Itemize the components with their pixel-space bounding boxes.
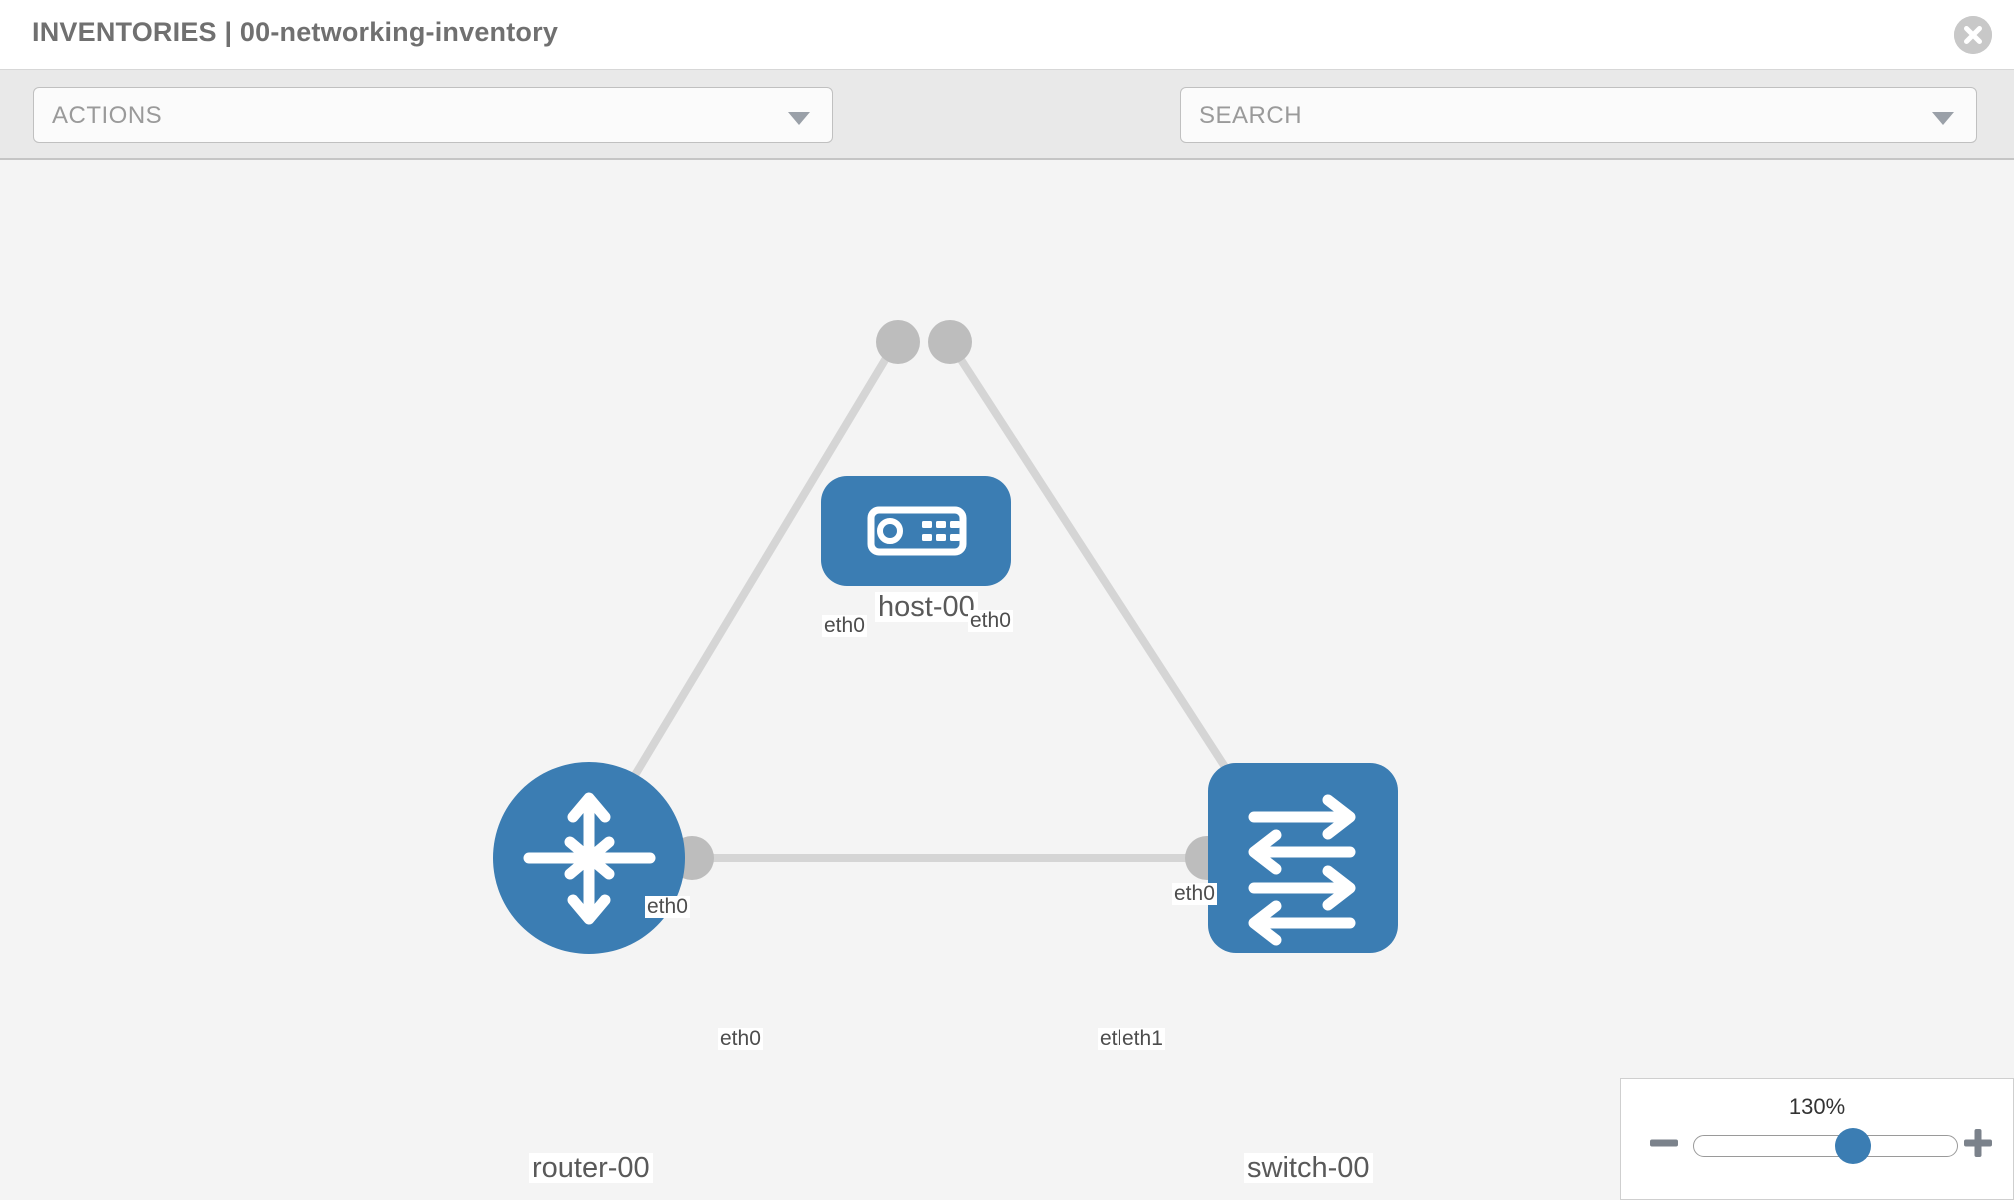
node-label-host-00: host-00 — [875, 592, 978, 622]
node-router-00 — [493, 762, 685, 954]
page-title: INVENTORIES | 00-networking-inventory — [32, 17, 559, 47]
chevron-down-icon[interactable] — [1932, 112, 1954, 125]
actions-dropdown-label: ACTIONS — [52, 102, 163, 129]
link-host00-switch00 — [941, 332, 1244, 793]
iface-label-switch00-left-eth1: eth1 — [1120, 1027, 1165, 1051]
close-icon[interactable] — [1954, 16, 1992, 54]
search-placeholder: SEARCH — [1199, 102, 1303, 129]
zoom-slider[interactable] — [1693, 1128, 1958, 1164]
topology-graph[interactable] — [0, 160, 2014, 1200]
node-host-00-shape — [821, 476, 1011, 586]
topology-links — [616, 332, 1244, 862]
iface-label-switch00-up: eth0 — [1172, 882, 1217, 906]
zoom-slider-handle[interactable] — [1835, 1128, 1871, 1164]
node-switch-00 — [1208, 763, 1398, 953]
router-arrows-icon — [523, 792, 656, 925]
link-host00-router00 — [616, 332, 904, 803]
plus-icon[interactable] — [1961, 1126, 1995, 1160]
page-header: INVENTORIES | 00-networking-inventory — [0, 0, 2014, 70]
iface-label-host00-right: eth0 — [968, 609, 1013, 633]
server-appliance-icon — [867, 506, 967, 556]
node-label-switch-00: switch-00 — [1244, 1153, 1373, 1183]
endpoint-host00-left — [876, 320, 920, 364]
minus-icon[interactable] — [1647, 1126, 1681, 1160]
topology-canvas[interactable]: host-00 router-00 switch-00 eth0 eth0 et… — [0, 160, 2014, 1200]
server-appliance-icon-details — [877, 518, 960, 544]
zoom-control: 130% — [1620, 1078, 2014, 1200]
node-label-router-00: router-00 — [529, 1153, 653, 1183]
search-input[interactable]: SEARCH — [1180, 87, 1977, 143]
iface-label-router00-up: eth0 — [645, 895, 690, 919]
iface-label-router00-right: eth0 — [718, 1027, 763, 1051]
node-host-00 — [821, 476, 1011, 586]
actions-dropdown[interactable]: ACTIONS — [33, 87, 833, 143]
iface-label-host00-left: eth0 — [822, 614, 867, 638]
switch-arrows-icon — [1248, 794, 1356, 946]
zoom-level-label: 130% — [1788, 1094, 1846, 1119]
chevron-down-icon — [788, 112, 810, 125]
endpoint-host00-right — [928, 320, 972, 364]
topology-toolbar: ACTIONS SEARC — [0, 70, 2014, 201]
